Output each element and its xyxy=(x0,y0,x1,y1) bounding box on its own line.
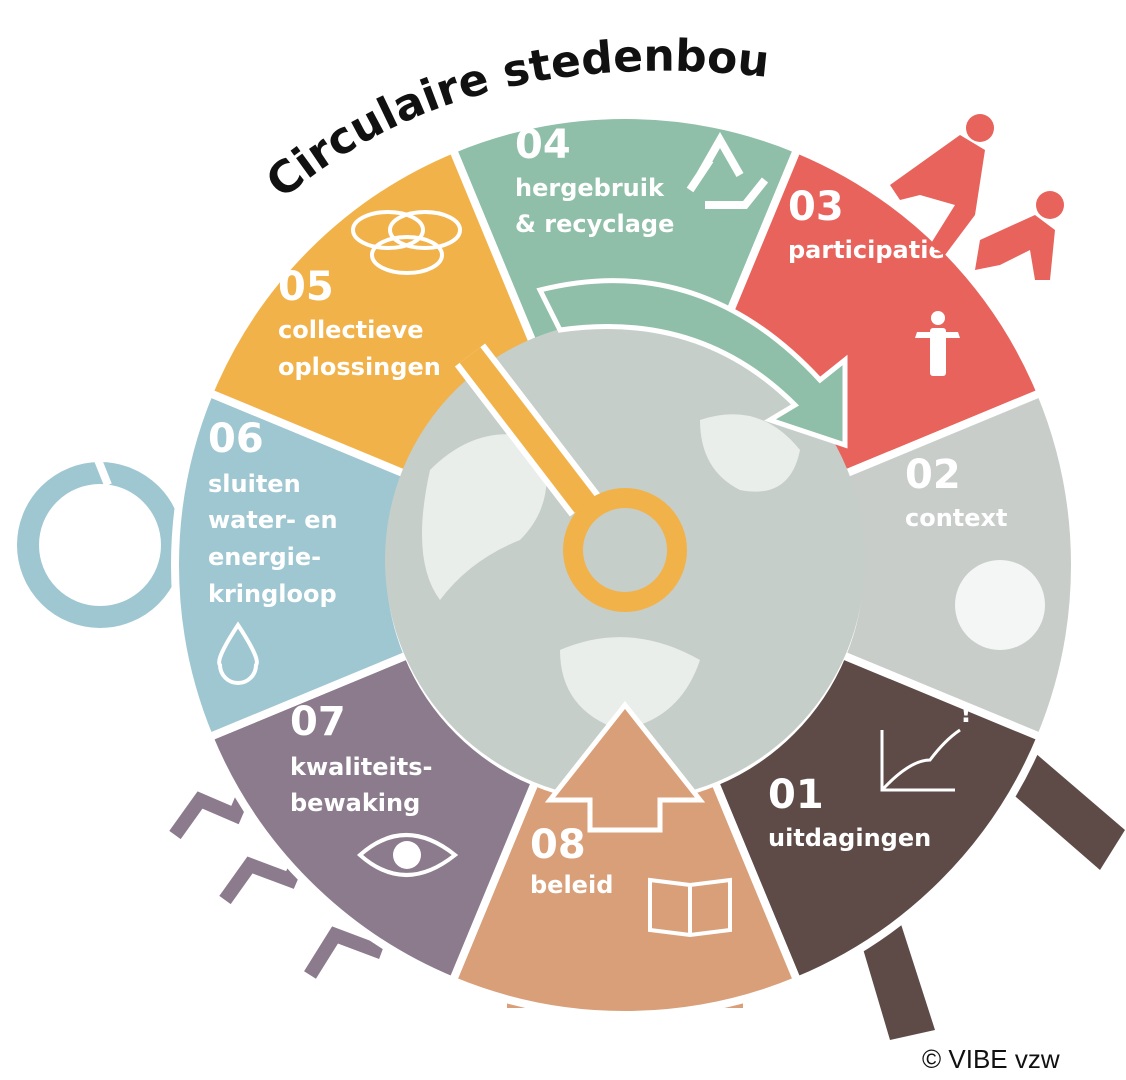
segment-03-label: 03 participatie xyxy=(788,184,945,264)
segment-number: 06 xyxy=(208,416,264,462)
book-icon xyxy=(648,877,732,938)
segment-number: 01 xyxy=(768,772,824,818)
recycle-arrow-shape xyxy=(536,278,848,449)
eye-icon xyxy=(356,833,459,877)
water-drop-icon xyxy=(217,621,259,685)
segment-label: hergebruik xyxy=(515,174,665,202)
segment-04-label: 04 hergebruik & recyclage xyxy=(515,122,674,238)
segment-label: bewaking xyxy=(290,789,420,817)
segment-05-label: 05 collectieve oplossingen xyxy=(278,264,441,381)
overlapping-circles-icon xyxy=(351,210,462,275)
segment-08-label: 08 beleid xyxy=(530,822,613,899)
segment-number: 07 xyxy=(290,699,346,745)
segment-ring xyxy=(171,111,1080,1019)
svg-text:!: ! xyxy=(960,699,972,729)
chart-icon: ! xyxy=(880,699,972,792)
loop-ring-decoration xyxy=(17,458,183,628)
segment-02-label: 02 context xyxy=(905,452,1008,532)
segment-number: 03 xyxy=(788,184,844,230)
people-icon xyxy=(890,114,1064,376)
segment-label: uitdagingen xyxy=(768,824,931,852)
globe xyxy=(385,320,865,800)
segment-07-label: 07 kwaliteits- bewaking xyxy=(290,699,432,817)
segment-06-label: 06 sluiten water- en energie- kringloop xyxy=(208,416,338,608)
segment-01-label: 01 uitdagingen xyxy=(768,772,931,852)
copyright: © VIBE vzw xyxy=(922,1044,1060,1074)
segment-label: beleid xyxy=(530,871,613,899)
segment-label: kringloop xyxy=(208,580,337,608)
segment-label: context xyxy=(905,504,1008,532)
segment-label: oplossingen xyxy=(278,353,441,381)
collective-key-shape xyxy=(454,343,687,612)
segment-label: energie- xyxy=(208,543,321,571)
recycle-icon xyxy=(686,131,769,209)
policy-arrow xyxy=(544,700,706,833)
segment-number: 02 xyxy=(905,452,961,498)
segment-label: participatie xyxy=(788,236,945,264)
segment-label: & recyclage xyxy=(515,210,674,238)
segment-label: water- en xyxy=(208,506,338,534)
segment-label: kwaliteits- xyxy=(290,753,432,781)
globe-icon xyxy=(955,560,1045,650)
segment-number: 08 xyxy=(530,822,586,868)
segment-label: collectieve xyxy=(278,316,424,344)
segment-number: 04 xyxy=(515,122,571,168)
segment-label: sluiten xyxy=(208,470,301,498)
segment-number: 05 xyxy=(278,264,334,310)
